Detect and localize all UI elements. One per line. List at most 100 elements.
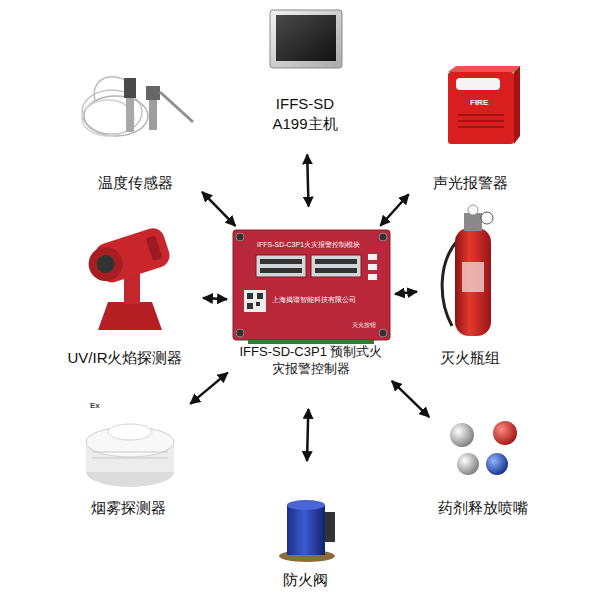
component-node: 温度传感器 [70, 55, 200, 192]
component-node: 声光报警器 [405, 60, 535, 192]
alarm-body [448, 72, 514, 144]
nozzle [450, 423, 474, 447]
label-box: IFFS-SD A199主机 [260, 94, 350, 133]
label-box: 灭火瓶组 [422, 348, 518, 368]
sensor-cable [94, 77, 128, 100]
device-marking: IFFS-SD-C3P1火灾报警控制模块 [257, 241, 360, 248]
label-box: 药剂释放喷嘴 [423, 498, 543, 518]
display-digits [260, 259, 302, 264]
sensor-rod [160, 92, 193, 122]
component-label: 防火阀 [257, 570, 353, 590]
nozzle [486, 453, 508, 475]
flame-detector [83, 225, 172, 330]
alarm-grille [458, 126, 504, 128]
component-label: IFFS-SD-C3P1 预制式火灾报警控制器 [236, 344, 386, 378]
nozzle [493, 421, 517, 445]
pressure-gauge [481, 212, 493, 224]
alarm-top [448, 66, 520, 72]
damper-actuator [325, 512, 335, 542]
display-digits [315, 259, 357, 264]
bottle-cap [468, 205, 478, 215]
detector-bezel [84, 243, 127, 286]
sensor-probe [149, 100, 157, 130]
module-screw [379, 329, 387, 337]
link-arrow [202, 192, 235, 226]
nozzle [457, 453, 479, 475]
detector-vent [92, 458, 168, 459]
detector-bracket [98, 302, 162, 330]
alarm-grille [458, 114, 504, 116]
link-arrow [380, 194, 408, 226]
component-node: 烟雾探测器 [68, 395, 188, 517]
component-label: 灭火瓶组 [422, 348, 518, 368]
link-arrow [307, 409, 308, 461]
damper-top [287, 500, 325, 510]
alarm-side [514, 66, 520, 144]
host-monitor [270, 10, 342, 68]
label-box: UV/IR火焰探测器 [55, 348, 195, 368]
module-screw [236, 329, 244, 337]
link-arrow [392, 381, 429, 417]
display-digits [260, 268, 302, 273]
qr-code [247, 303, 253, 309]
module-button [368, 254, 377, 260]
module-display [256, 255, 306, 277]
sensor-nut [146, 86, 160, 100]
sensor-head [124, 78, 136, 98]
component-label: 烟雾探测器 [70, 498, 186, 518]
fire-damper [279, 500, 335, 562]
monitor-screen [276, 15, 336, 61]
qr-code [257, 293, 263, 299]
qr-code [247, 293, 253, 299]
component-label: 声光报警器 [410, 173, 530, 193]
qr-code [244, 290, 266, 312]
component-label: UV/IR火焰探测器 [55, 348, 195, 368]
sensor-probe [126, 98, 134, 132]
bottle-valve [464, 213, 482, 231]
component-node: IFFS-SD A199主机 [250, 8, 360, 133]
smoke-detector [86, 424, 174, 487]
damper-body [287, 505, 325, 555]
module-button [368, 264, 377, 270]
sound-light-alarm [448, 66, 520, 144]
component-node: 药剂释放喷嘴 [420, 420, 545, 517]
controller-module [233, 230, 390, 344]
component-label: IFFS-SD A199主机 [260, 94, 350, 133]
bottle-body [455, 228, 491, 336]
component-node: 灭火瓶组 [420, 205, 520, 367]
alarm-strobe [456, 78, 500, 90]
extinguisher-bottle [442, 205, 493, 336]
temperature-sensor [82, 77, 193, 136]
terminal-strip [248, 340, 374, 344]
component-label: 温度传感器 [75, 173, 195, 193]
link-arrow [307, 155, 308, 207]
link-arrow [395, 292, 417, 294]
device-marking: FIRE [470, 99, 488, 107]
module-body [233, 230, 390, 340]
label-box: 声光报警器 [410, 173, 530, 193]
component-label: 药剂释放喷嘴 [423, 498, 543, 518]
label-box: 温度传感器 [75, 173, 195, 193]
display-digits [315, 268, 357, 273]
detector-dome [108, 424, 152, 440]
module-display [311, 255, 361, 277]
detector-head [83, 225, 172, 288]
release-nozzles [450, 421, 517, 475]
component-node: UV/IR火焰探测器 [50, 222, 200, 367]
component-node: 防火阀 [255, 492, 355, 589]
detector-cap [146, 235, 163, 261]
link-arrow [203, 298, 227, 299]
component-node: IFFS-SD-C3P1 预制式火灾报警控制器 [230, 228, 392, 378]
link-arrow [190, 373, 227, 404]
device-marking: 上海揭谱智能科技有限公司 [272, 296, 356, 303]
bottle-label [462, 262, 484, 292]
label-box: 烟雾探测器 [70, 498, 186, 518]
device-marking: Ex [90, 402, 100, 410]
module-button [368, 274, 377, 280]
monitor-frame [270, 10, 342, 68]
qr-code [256, 302, 260, 306]
alarm-grille [458, 120, 504, 122]
detector-vent [92, 452, 168, 453]
